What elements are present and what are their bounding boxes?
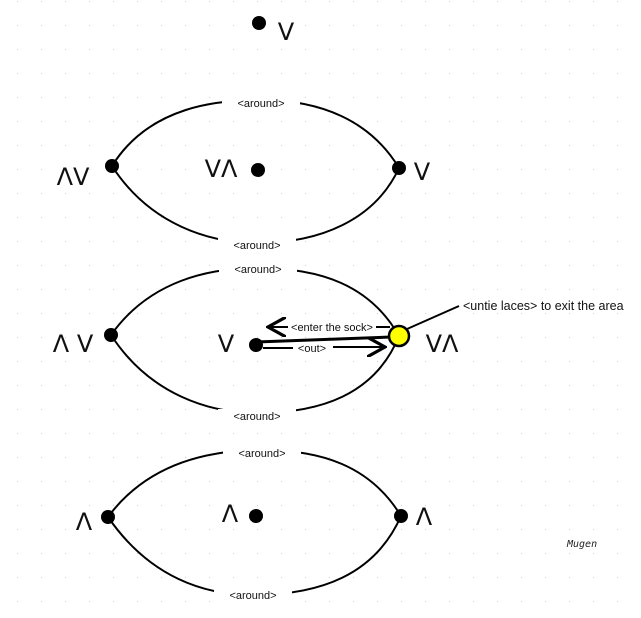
exit-node [387,324,411,348]
loop-2-bottom-label: <around> [233,411,280,423]
loop-1-center-node [251,163,265,177]
loop-1-left-symbol: ΛV [57,163,90,191]
loop-2-center-symbol: V [218,330,235,358]
loop-1-bottom-label: <around> [233,240,280,252]
loop-1-top-label: <around> [237,98,284,110]
loop-2: <around> <around> <enter the sock> <out>… [53,263,624,423]
exit-pointer [406,305,460,330]
loop-3-right-node [394,509,408,523]
top-node [252,16,266,30]
loop-1-center-symbol: VΛ [205,155,238,183]
loop-2-top-label: <around> [234,264,281,276]
loop-1: <around> <around> ΛV VΛ V [57,96,431,252]
loop-3-right-symbol: Λ [416,503,433,531]
loop-2-center-node [249,338,263,352]
loop-1-left-node [105,159,119,173]
signature: Mugen [566,539,597,550]
exit-note: <untie laces> to exit the area [463,299,624,313]
loop-2-left-symbol: Λ V [53,330,94,358]
loop-3-bottom-label: <around> [229,590,276,602]
top-node-symbol: V [278,18,295,46]
loop-3-center-node [249,509,263,523]
loop-2-left-node [104,328,118,342]
loop-3-left-node [101,510,115,524]
loop-3-left-symbol: Λ [76,508,93,536]
loop-3-center-symbol: Λ [222,500,239,528]
out-label: <out> [298,343,326,355]
loop-1-right-node [392,161,406,175]
loop-3: <around> <around> Λ Λ Λ [76,446,433,602]
loop-3-top-label: <around> [238,448,285,460]
loop-2-right-symbol: VΛ [426,330,459,358]
enter-label: <enter the sock> [291,322,373,334]
loop-1-right-symbol: V [414,158,431,186]
